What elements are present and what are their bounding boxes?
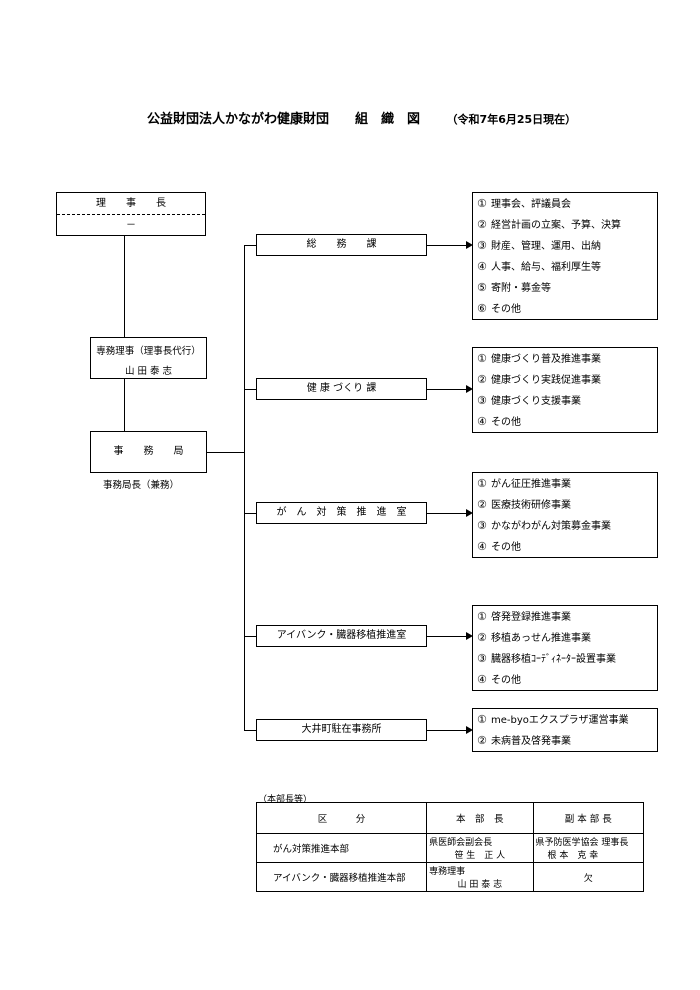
arrow-line-3 [427,513,467,514]
row-deputy: 欠 [532,862,645,892]
branch-dept-2 [244,389,256,390]
row-division: がん対策推進本部 [255,833,428,863]
connector-secretariat-trunk [207,452,244,453]
page-title: 公益財団法人かながわ健康財団 組 織 図 （令和7年6月25日現在） [147,108,576,127]
arrow-head-1 [466,241,473,249]
row-chief: 専務理事 山 田 泰 志 [426,862,534,892]
branch-dept-3 [244,513,256,514]
hq-table: 区 分 本 部 長 副 本 部 長 がん対策推進本部 県医師会副会長 笹 生 正… [255,802,645,892]
header-division: 区 分 [255,802,428,834]
chairman-value: － [126,220,136,231]
title-text: 公益財団法人かながわ健康財団 組 織 図 [147,112,421,127]
secretariat-box: 事 務 局 [90,431,207,473]
dept-cancer-control: が ん 対 策 推 進 室 [256,502,427,524]
connector-executive-secretariat [124,379,125,431]
arrow-line-5 [427,730,467,731]
arrow-head-2 [466,385,473,393]
secretariat-note: 事務局長（兼務） [103,480,180,491]
dept-eyebank-organ: アイバンク・臓器移植推進室 [256,625,427,647]
arrow-line-4 [427,636,467,637]
row-deputy: 県予防医学協会 理事長 根 本 克 幸 [532,833,645,863]
row-chief: 県医師会副会長 笹 生 正 人 [426,833,534,863]
arrow-head-5 [466,726,473,734]
branch-dept-4 [244,636,256,637]
branch-dept-5 [244,730,256,731]
executive-box: 専務理事（理事長代行） 山 田 泰 志 [90,337,207,379]
header-chief: 本 部 長 [426,802,534,834]
row-division: アイバンク・臓器移植推進本部 [255,862,428,892]
secretariat-label: 事 務 局 [113,446,184,457]
arrow-line-1 [427,245,467,246]
executive-name: 山 田 泰 志 [124,366,173,377]
dept-health-promotion: 健 康 づくり 課 [256,378,427,400]
hq-caption: （本部長等） [258,795,313,805]
dept-general-affairs: 総 務 課 [256,234,427,256]
table-header-row: 区 分 本 部 長 副 本 部 長 [255,802,645,834]
table-row: がん対策推進本部 県医師会副会長 笹 生 正 人 県予防医学協会 理事長 根 本… [255,833,645,863]
arrow-head-4 [466,632,473,640]
dept-oi-office: 大井町駐在事務所 [256,719,427,741]
table-row: アイバンク・臓器移植推進本部 専務理事 山 田 泰 志 欠 [255,862,645,892]
connector-chairman-executive [124,236,125,337]
chairman-box: 理 事 長 － [56,192,206,236]
branch-dept-1 [244,245,256,246]
executive-label: 専務理事（理事長代行） [96,346,201,357]
chairman-label: 理 事 長 [57,193,205,215]
arrow-line-2 [427,389,467,390]
trunk-line [244,245,245,731]
title-date: （令和7年6月25日現在） [446,113,577,126]
arrow-head-3 [466,509,473,517]
header-deputy: 副 本 部 長 [532,802,645,834]
